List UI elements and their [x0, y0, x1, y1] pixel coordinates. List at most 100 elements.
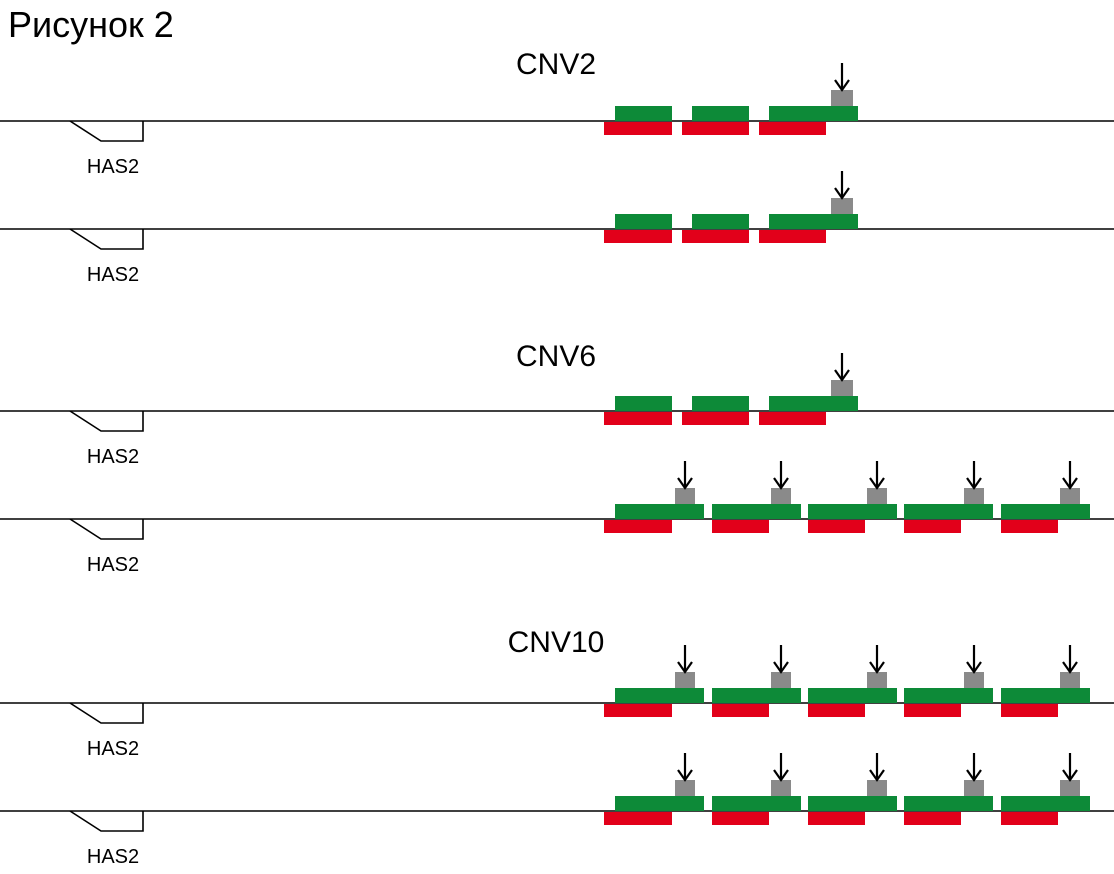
track-cnv10-1: HAS2: [0, 645, 1114, 760]
marker-1: [675, 488, 695, 504]
track-cnv10-2: HAS2: [0, 753, 1114, 868]
green-segment-3: [808, 688, 897, 703]
marker-1-arrow-head: [834, 79, 850, 92]
marker-1: [675, 780, 695, 796]
group-label-cnv2: CNV2: [516, 48, 596, 81]
green-segment-4: [904, 504, 993, 519]
marker-2: [771, 780, 791, 796]
green-segment-1: [615, 214, 672, 229]
marker-1-arrow-head: [677, 769, 693, 782]
marker-4: [964, 780, 984, 796]
red-segment-3: [808, 520, 865, 533]
marker-3: [867, 780, 887, 796]
red-segment-3: [759, 122, 826, 135]
gene-label: HAS2: [87, 156, 139, 178]
green-segment-1: [615, 796, 704, 811]
marker-2: [771, 488, 791, 504]
marker-2: [771, 672, 791, 688]
green-segment-5: [1001, 504, 1090, 519]
green-segment-1: [615, 688, 704, 703]
gene-label: HAS2: [87, 554, 139, 576]
marker-4-arrow-head: [966, 661, 982, 674]
green-segment-1: [615, 396, 672, 411]
red-segment-4: [904, 520, 961, 533]
marker-4: [964, 672, 984, 688]
gene-has2-shape: [69, 410, 144, 432]
marker-5-arrow-head: [1062, 769, 1078, 782]
red-segment-2: [712, 704, 769, 717]
marker-5: [1060, 488, 1080, 504]
red-segment-1: [604, 812, 672, 825]
marker-1-arrow-head: [677, 661, 693, 674]
marker-1: [831, 198, 853, 214]
marker-1-arrow-head: [834, 369, 850, 382]
red-segment-1: [604, 230, 672, 243]
red-segment-2: [712, 520, 769, 533]
red-segment-4: [904, 812, 961, 825]
green-segment-3: [769, 214, 858, 229]
marker-1: [831, 90, 853, 106]
gene-has2-shape: [69, 120, 144, 142]
green-segment-1: [615, 106, 672, 121]
red-segment-5: [1001, 812, 1058, 825]
track-cnv6-1: HAS2: [0, 353, 1114, 468]
red-segment-2: [682, 122, 749, 135]
green-segment-5: [1001, 688, 1090, 703]
marker-5-arrow-head: [1062, 661, 1078, 674]
red-segment-1: [604, 412, 672, 425]
red-segment-3: [808, 812, 865, 825]
green-segment-3: [769, 396, 858, 411]
red-segment-2: [712, 812, 769, 825]
marker-4-arrow-head: [966, 769, 982, 782]
red-segment-1: [604, 122, 672, 135]
marker-1: [675, 672, 695, 688]
red-segment-1: [604, 704, 672, 717]
green-segment-2: [692, 214, 749, 229]
marker-1-arrow-head: [677, 477, 693, 490]
red-segment-3: [759, 412, 826, 425]
red-segment-4: [904, 704, 961, 717]
green-segment-4: [904, 796, 993, 811]
red-segment-3: [808, 704, 865, 717]
green-segment-5: [1001, 796, 1090, 811]
marker-2-arrow-head: [773, 769, 789, 782]
marker-5: [1060, 672, 1080, 688]
green-segment-3: [769, 106, 858, 121]
gene-has2-shape: [69, 810, 144, 832]
track-cnv6-2: HAS2: [0, 461, 1114, 576]
group-label-cnv10: CNV10: [508, 626, 605, 659]
gene-label: HAS2: [87, 846, 139, 868]
green-segment-4: [904, 688, 993, 703]
marker-2-arrow-head: [773, 477, 789, 490]
marker-1-arrow-head: [834, 187, 850, 200]
gene-has2-shape: [69, 228, 144, 250]
green-segment-2: [712, 504, 801, 519]
gene-has2-shape: [69, 702, 144, 724]
figure-title: Рисунок 2: [8, 4, 174, 45]
red-segment-1: [604, 520, 672, 533]
marker-3: [867, 488, 887, 504]
marker-4-arrow-head: [966, 477, 982, 490]
marker-4: [964, 488, 984, 504]
gene-label: HAS2: [87, 738, 139, 760]
track-cnv2-2: HAS2: [0, 171, 1114, 286]
marker-2-arrow-head: [773, 661, 789, 674]
marker-3: [867, 672, 887, 688]
marker-3-arrow-head: [869, 661, 885, 674]
green-segment-2: [712, 688, 801, 703]
group-label-cnv6: CNV6: [516, 340, 596, 373]
green-segment-2: [712, 796, 801, 811]
marker-5: [1060, 780, 1080, 796]
track-cnv2-1: HAS2: [0, 63, 1114, 178]
marker-3-arrow-head: [869, 769, 885, 782]
green-segment-1: [615, 504, 704, 519]
gene-has2-shape: [69, 518, 144, 540]
red-segment-2: [682, 412, 749, 425]
marker-3-arrow-head: [869, 477, 885, 490]
gene-label: HAS2: [87, 446, 139, 468]
green-segment-2: [692, 396, 749, 411]
marker-5-arrow-head: [1062, 477, 1078, 490]
green-segment-3: [808, 504, 897, 519]
red-segment-5: [1001, 520, 1058, 533]
